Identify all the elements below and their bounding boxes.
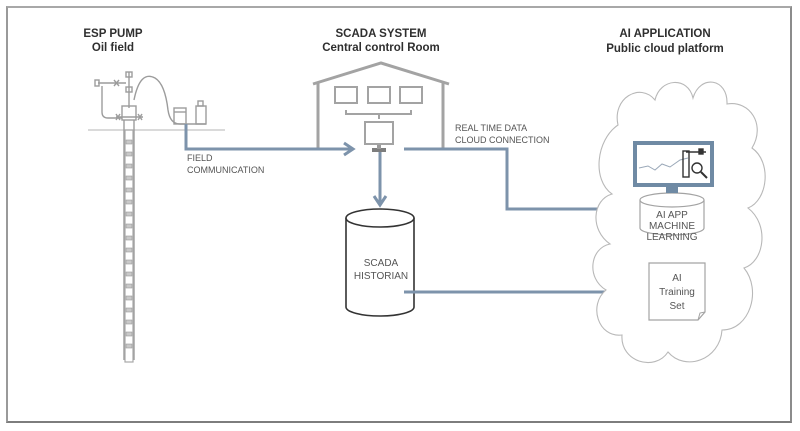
string-segment — [125, 211, 133, 217]
svg-text:MACHINE: MACHINE — [649, 221, 695, 232]
ai-training-set-node: AI Training Set — [648, 262, 706, 321]
document-icon — [648, 262, 706, 321]
string-segment — [125, 331, 133, 337]
esp-downhole-string — [124, 129, 134, 363]
string-segment — [125, 223, 133, 229]
svg-text:FIELD: FIELD — [187, 153, 213, 163]
ai-app-header: AI APPLICATION Public cloud platform — [606, 28, 724, 55]
svg-text:LEARNING: LEARNING — [646, 232, 697, 243]
svg-text:COMMUNICATION: COMMUNICATION — [187, 165, 264, 175]
string-segment — [125, 199, 133, 205]
scada-workstation-icon — [364, 121, 394, 152]
esp-pump-subtitle: Oil field — [92, 42, 134, 54]
scada-screen-3 — [399, 86, 423, 104]
scada-to-historian-connector — [372, 152, 388, 208]
esp-pump-header: ESP PUMP Oil field — [83, 28, 143, 54]
field-communication-connector — [184, 124, 356, 157]
esp-pump-title: ESP PUMP — [83, 28, 143, 40]
string-segment — [125, 247, 133, 253]
ai-app-title: AI APPLICATION — [619, 28, 710, 40]
diagram-frame — [6, 6, 792, 423]
string-segment — [125, 307, 133, 313]
scada-screens-icon — [334, 86, 423, 119]
string-segment — [125, 163, 133, 169]
string-segment — [125, 235, 133, 241]
scada-building-icon — [312, 61, 450, 150]
historian-label-line1: SCADA — [364, 258, 399, 269]
string-segment — [125, 319, 133, 325]
scada-historian-database: SCADA HISTORIAN — [345, 208, 415, 317]
svg-text:AI APP: AI APP — [656, 210, 688, 221]
string-segment — [125, 151, 133, 157]
string-segment — [125, 283, 133, 289]
string-segment — [125, 295, 133, 301]
svg-text:REAL TIME DATA: REAL TIME DATA — [455, 123, 527, 133]
scada-screen-2 — [367, 86, 391, 104]
string-segment — [125, 259, 133, 265]
trend-chart-icon — [638, 157, 689, 171]
wellhead-magnifier-icon — [682, 148, 708, 179]
svg-text:Training: Training — [659, 287, 695, 298]
ai-app-machine-learning-node: AI APP MACHINE LEARNING — [633, 141, 714, 243]
svg-text:CLOUD CONNECTION: CLOUD CONNECTION — [455, 135, 550, 145]
svg-text:AI: AI — [672, 273, 681, 284]
historian-label-line2: HISTORIAN — [354, 271, 408, 282]
esp-string-segments — [125, 139, 133, 349]
scada-title: SCADA SYSTEM — [336, 28, 427, 40]
string-segment — [125, 139, 133, 145]
scada-subtitle: Central control Room — [322, 42, 440, 54]
string-segment — [125, 175, 133, 181]
string-segment — [125, 343, 133, 349]
ai-app-subtitle: Public cloud platform — [606, 43, 724, 55]
string-segment — [125, 271, 133, 277]
scada-header: SCADA SYSTEM Central control Room — [322, 28, 440, 54]
svg-text:Set: Set — [669, 301, 684, 312]
cloud-connection-label: REAL TIME DATA CLOUD CONNECTION — [455, 123, 550, 145]
esp-pump-wellhead-icon — [88, 71, 225, 360]
field-communication-label: FIELD COMMUNICATION — [187, 153, 264, 175]
string-segment — [125, 187, 133, 193]
scada-screen-1 — [334, 86, 358, 104]
